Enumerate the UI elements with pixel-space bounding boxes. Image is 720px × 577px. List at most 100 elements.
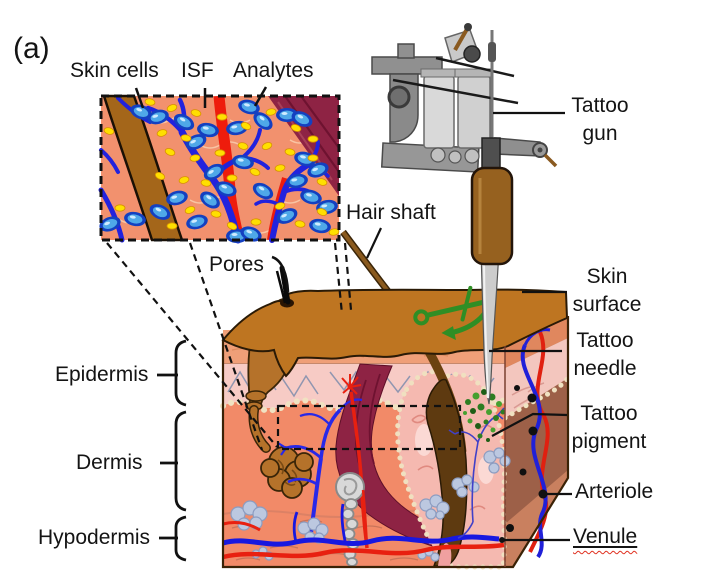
analyte-dot (180, 134, 192, 142)
leader-lines (271, 111, 572, 542)
epidermis-brace (174, 339, 187, 407)
skin-cell (238, 99, 260, 115)
analyte-dot (294, 220, 306, 228)
coil-right (457, 75, 491, 149)
label-venule: Venule (573, 525, 638, 548)
analyte-dot (237, 142, 249, 150)
label-pores: Pores (209, 253, 264, 276)
skin-cell (252, 182, 274, 200)
skin-cell (149, 204, 171, 220)
skin-cell (173, 113, 195, 131)
pore-hair-stub (275, 265, 291, 305)
analyte-dot (226, 174, 238, 182)
inset-label-ticks (134, 86, 268, 109)
venule-vessel (520, 344, 548, 559)
skin-cell (300, 189, 322, 205)
skin-cell (197, 122, 219, 138)
skin-cell (309, 218, 331, 234)
analyte-dot (166, 104, 178, 112)
analytes-group (103, 98, 340, 236)
analyte-dot (249, 168, 261, 176)
label-isf: ISF (181, 59, 214, 82)
analyte-dot (250, 218, 262, 226)
analyte-dot (178, 176, 190, 184)
inset-magnified-view (98, 86, 341, 244)
analyte-dot (328, 228, 340, 236)
analyte-dot (316, 178, 328, 186)
skin-cell (99, 216, 121, 232)
skin-cells-group (99, 99, 338, 243)
arteriole-vessel (528, 331, 550, 553)
skin-cell (124, 211, 146, 227)
gun-grip (470, 166, 514, 266)
skin-cell (291, 111, 313, 127)
skin-cell (240, 226, 262, 242)
analyte-dot (261, 142, 273, 150)
analyte-dot (210, 210, 222, 218)
skin-cell (286, 173, 308, 189)
leader-tattoo-pigment (491, 412, 568, 437)
analyte-dot (214, 149, 226, 157)
binding-post (387, 85, 411, 109)
skin-cell (276, 208, 298, 224)
armature-knob (463, 45, 481, 63)
inset-source-rect (276, 404, 462, 451)
dermis-brace (174, 410, 187, 512)
label-analytes: Analytes (233, 59, 314, 82)
analyte-dot (189, 154, 201, 162)
tattoo-pigment-cluster (448, 389, 506, 539)
analyte-dot (144, 98, 156, 106)
analyte-dot (284, 148, 296, 156)
skin-cell (147, 109, 169, 125)
analyte-dot (154, 172, 166, 180)
label-dermis: Dermis (76, 451, 143, 474)
label-arteriole: Arteriole (575, 480, 654, 503)
skin-block (220, 229, 571, 570)
analyte-dot (166, 222, 178, 230)
leader-hair-shaft (366, 227, 382, 259)
analyte-dot (307, 135, 319, 143)
pigment-dots-side (506, 385, 538, 532)
analyte-dot (307, 154, 319, 162)
panel-label: (a) (13, 32, 50, 65)
tattoo-gun-machine (371, 23, 558, 266)
analyte-dot (274, 202, 286, 210)
skin-cell (166, 190, 188, 206)
analyte-dot (316, 208, 328, 216)
analyte-dot (274, 164, 286, 172)
skin-cell (186, 214, 208, 230)
skin-cell (215, 181, 237, 197)
skin-cell (130, 104, 152, 120)
label-hypodermis: Hypodermis (38, 526, 151, 549)
layer-braces (157, 339, 187, 562)
analyte-dot (184, 206, 196, 214)
inset-border (99, 94, 341, 242)
analyte-dot (156, 129, 168, 137)
skin-cell (200, 191, 220, 209)
analyte-dot (164, 148, 176, 156)
label-skin-cells: Skin cells (70, 59, 159, 82)
leader-pores (271, 255, 290, 293)
tattoo-needle-shape (480, 249, 500, 405)
block-outline (221, 316, 570, 569)
analyte-dot (216, 113, 228, 121)
skin-cell (253, 112, 273, 130)
skin-cell (203, 163, 225, 181)
analyte-dot (103, 127, 115, 135)
analyte-dot (114, 204, 126, 212)
skin-cell (232, 154, 254, 170)
hypodermis-vessels (222, 489, 505, 560)
analyte-dot (240, 122, 252, 130)
analyte-dot (290, 124, 302, 132)
inset-connector-lines (106, 242, 462, 451)
label-epidermis: Epidermis (55, 363, 149, 386)
analyte-dot (265, 108, 277, 116)
label-hair-shaft: Hair shaft (346, 201, 436, 224)
analyte-dot (200, 179, 212, 187)
